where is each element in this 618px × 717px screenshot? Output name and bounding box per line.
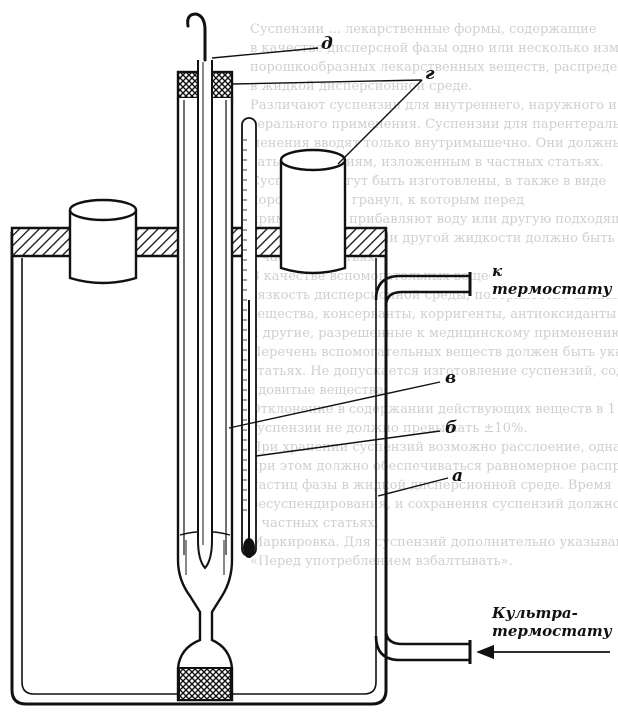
background-text-line: Перечень вспомогательных веществ должен … (250, 345, 618, 360)
leader-a (377, 477, 449, 497)
from-thermostat-caption-line1: Кульmра- (490, 604, 580, 622)
left-pipe (68, 198, 138, 285)
label-a: а (452, 466, 464, 486)
to-thermostat-caption: к термостату (490, 262, 618, 298)
background-text-line: терального применения. Суспензии для пар… (250, 117, 618, 132)
thermometer (241, 117, 257, 558)
background-text-line: в качестве дисперсной фазы одно или неск… (250, 41, 618, 56)
background-text-line: в частных статьях. (250, 516, 379, 531)
background-text-line: при этом должно обеспечиваться равномерн… (250, 459, 618, 474)
leader-lines (211, 47, 449, 497)
label-v: в (445, 368, 457, 388)
leader-g-2 (337, 79, 423, 165)
label-b: б (445, 418, 458, 438)
background-text-line: ресуспендирования, и сохранения суспензи… (250, 497, 618, 512)
background-text-line: Отклонение в содержании действующих веще… (250, 402, 618, 417)
background-text-line: частиц фазы в жидкой дисперсионной среде… (250, 478, 612, 493)
leader-v (228, 381, 441, 429)
capillary-tube (197, 60, 213, 570)
background-text-line: статьях. Не допускается изготовление сус… (250, 364, 618, 379)
background-text-line: суспензии не должно превышать ±10%. (250, 421, 528, 436)
background-text-line: Различают суспензии для внутреннего, нар… (250, 98, 618, 113)
hook-icon (186, 12, 207, 62)
leader-b (255, 430, 441, 457)
from-thermostat-caption-line2: mермостаmу (490, 622, 614, 640)
background-text-line: «Перед употреблением взбалтывать». (250, 554, 513, 569)
background-text-line: Маркировка. Для суспензий дополнительно … (250, 535, 618, 550)
inlet-tube-bottom (374, 629, 472, 664)
leader-d (211, 47, 319, 59)
outlet-tube-top (374, 272, 472, 307)
background-text-line: порошкообразных лекарственных веществ, р… (250, 60, 618, 75)
leader-g-1 (231, 79, 423, 85)
right-pipe (279, 148, 347, 275)
background-text-line: Суспензии ... лекарственные формы, содер… (250, 22, 597, 37)
background-text-line: менения вводят только внутримышечно. Они… (250, 136, 618, 151)
background-text-line: и другие, разрешенные к медицинскому при… (250, 326, 618, 341)
background-text-line: вещества, консерванты, корригенты, антио… (250, 307, 617, 322)
label-g: г (425, 64, 435, 84)
label-d: д (321, 34, 333, 54)
background-text-line: ядовитые вещества. (250, 383, 388, 398)
